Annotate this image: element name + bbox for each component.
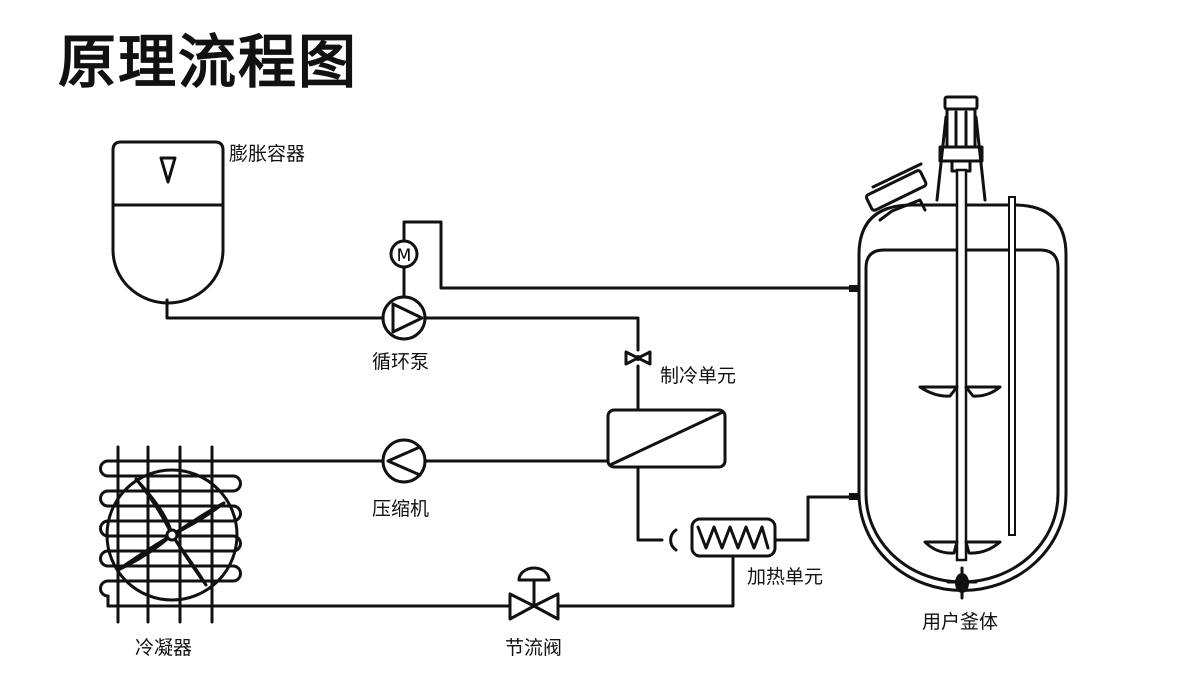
reactor-outlet-nozzle	[849, 285, 859, 292]
circulation-pump	[381, 295, 427, 341]
reactor-label: 用户釜体	[922, 611, 999, 633]
heating-unit	[669, 517, 777, 558]
throttle-valve	[508, 566, 560, 621]
reactor-inner	[864, 248, 1060, 584]
condenser	[99, 445, 242, 624]
pipe-pump-to-valve	[424, 316, 640, 352]
refrigeration-unit-label: 制冷单元	[660, 365, 737, 387]
pipe-valve-to-heater	[556, 554, 735, 608]
refrigeration-valve	[624, 350, 652, 366]
condenser-fan-ring	[105, 468, 239, 602]
pump-icon	[391, 302, 424, 334]
pipe-heater-to-reactor	[774, 495, 852, 542]
heater-coil-icon	[696, 525, 770, 550]
compressor	[381, 438, 427, 484]
refrigeration-unit	[606, 408, 727, 469]
pipe-tank-to-pump	[165, 298, 385, 320]
motor-symbol: M	[397, 246, 412, 266]
upper-impeller	[918, 385, 1002, 398]
heating-unit-label: 加热单元	[747, 566, 824, 588]
reactor-inlet-nozzle	[849, 493, 859, 500]
agitator-shaft	[955, 168, 968, 562]
compressor-icon	[386, 445, 422, 477]
pipe-reactor-return	[402, 220, 852, 290]
motor: M	[389, 239, 419, 269]
condenser-label: 冷凝器	[135, 637, 193, 659]
circulation-pump-label: 循环泵	[372, 351, 430, 373]
expansion-tank	[111, 140, 225, 305]
temperature-probe	[1008, 196, 1016, 536]
lower-impeller	[923, 540, 1002, 555]
expansion-tank-label: 膨胀容器	[229, 143, 306, 165]
level-indicator-icon	[159, 156, 177, 184]
condenser-coil	[99, 459, 242, 608]
fan-icon	[116, 477, 226, 587]
throttle-valve-label: 节流阀	[505, 637, 563, 659]
reactor-vessel	[849, 95, 1068, 600]
bottom-drain-valve	[946, 566, 978, 600]
page-title: 原理流程图	[58, 28, 359, 96]
compressor-label: 压缩机	[372, 498, 430, 520]
pipe-hx-to-heater	[636, 466, 664, 542]
heater-coupling	[669, 528, 678, 552]
reactor-manhole	[865, 162, 928, 222]
agitator-drive	[935, 95, 987, 202]
